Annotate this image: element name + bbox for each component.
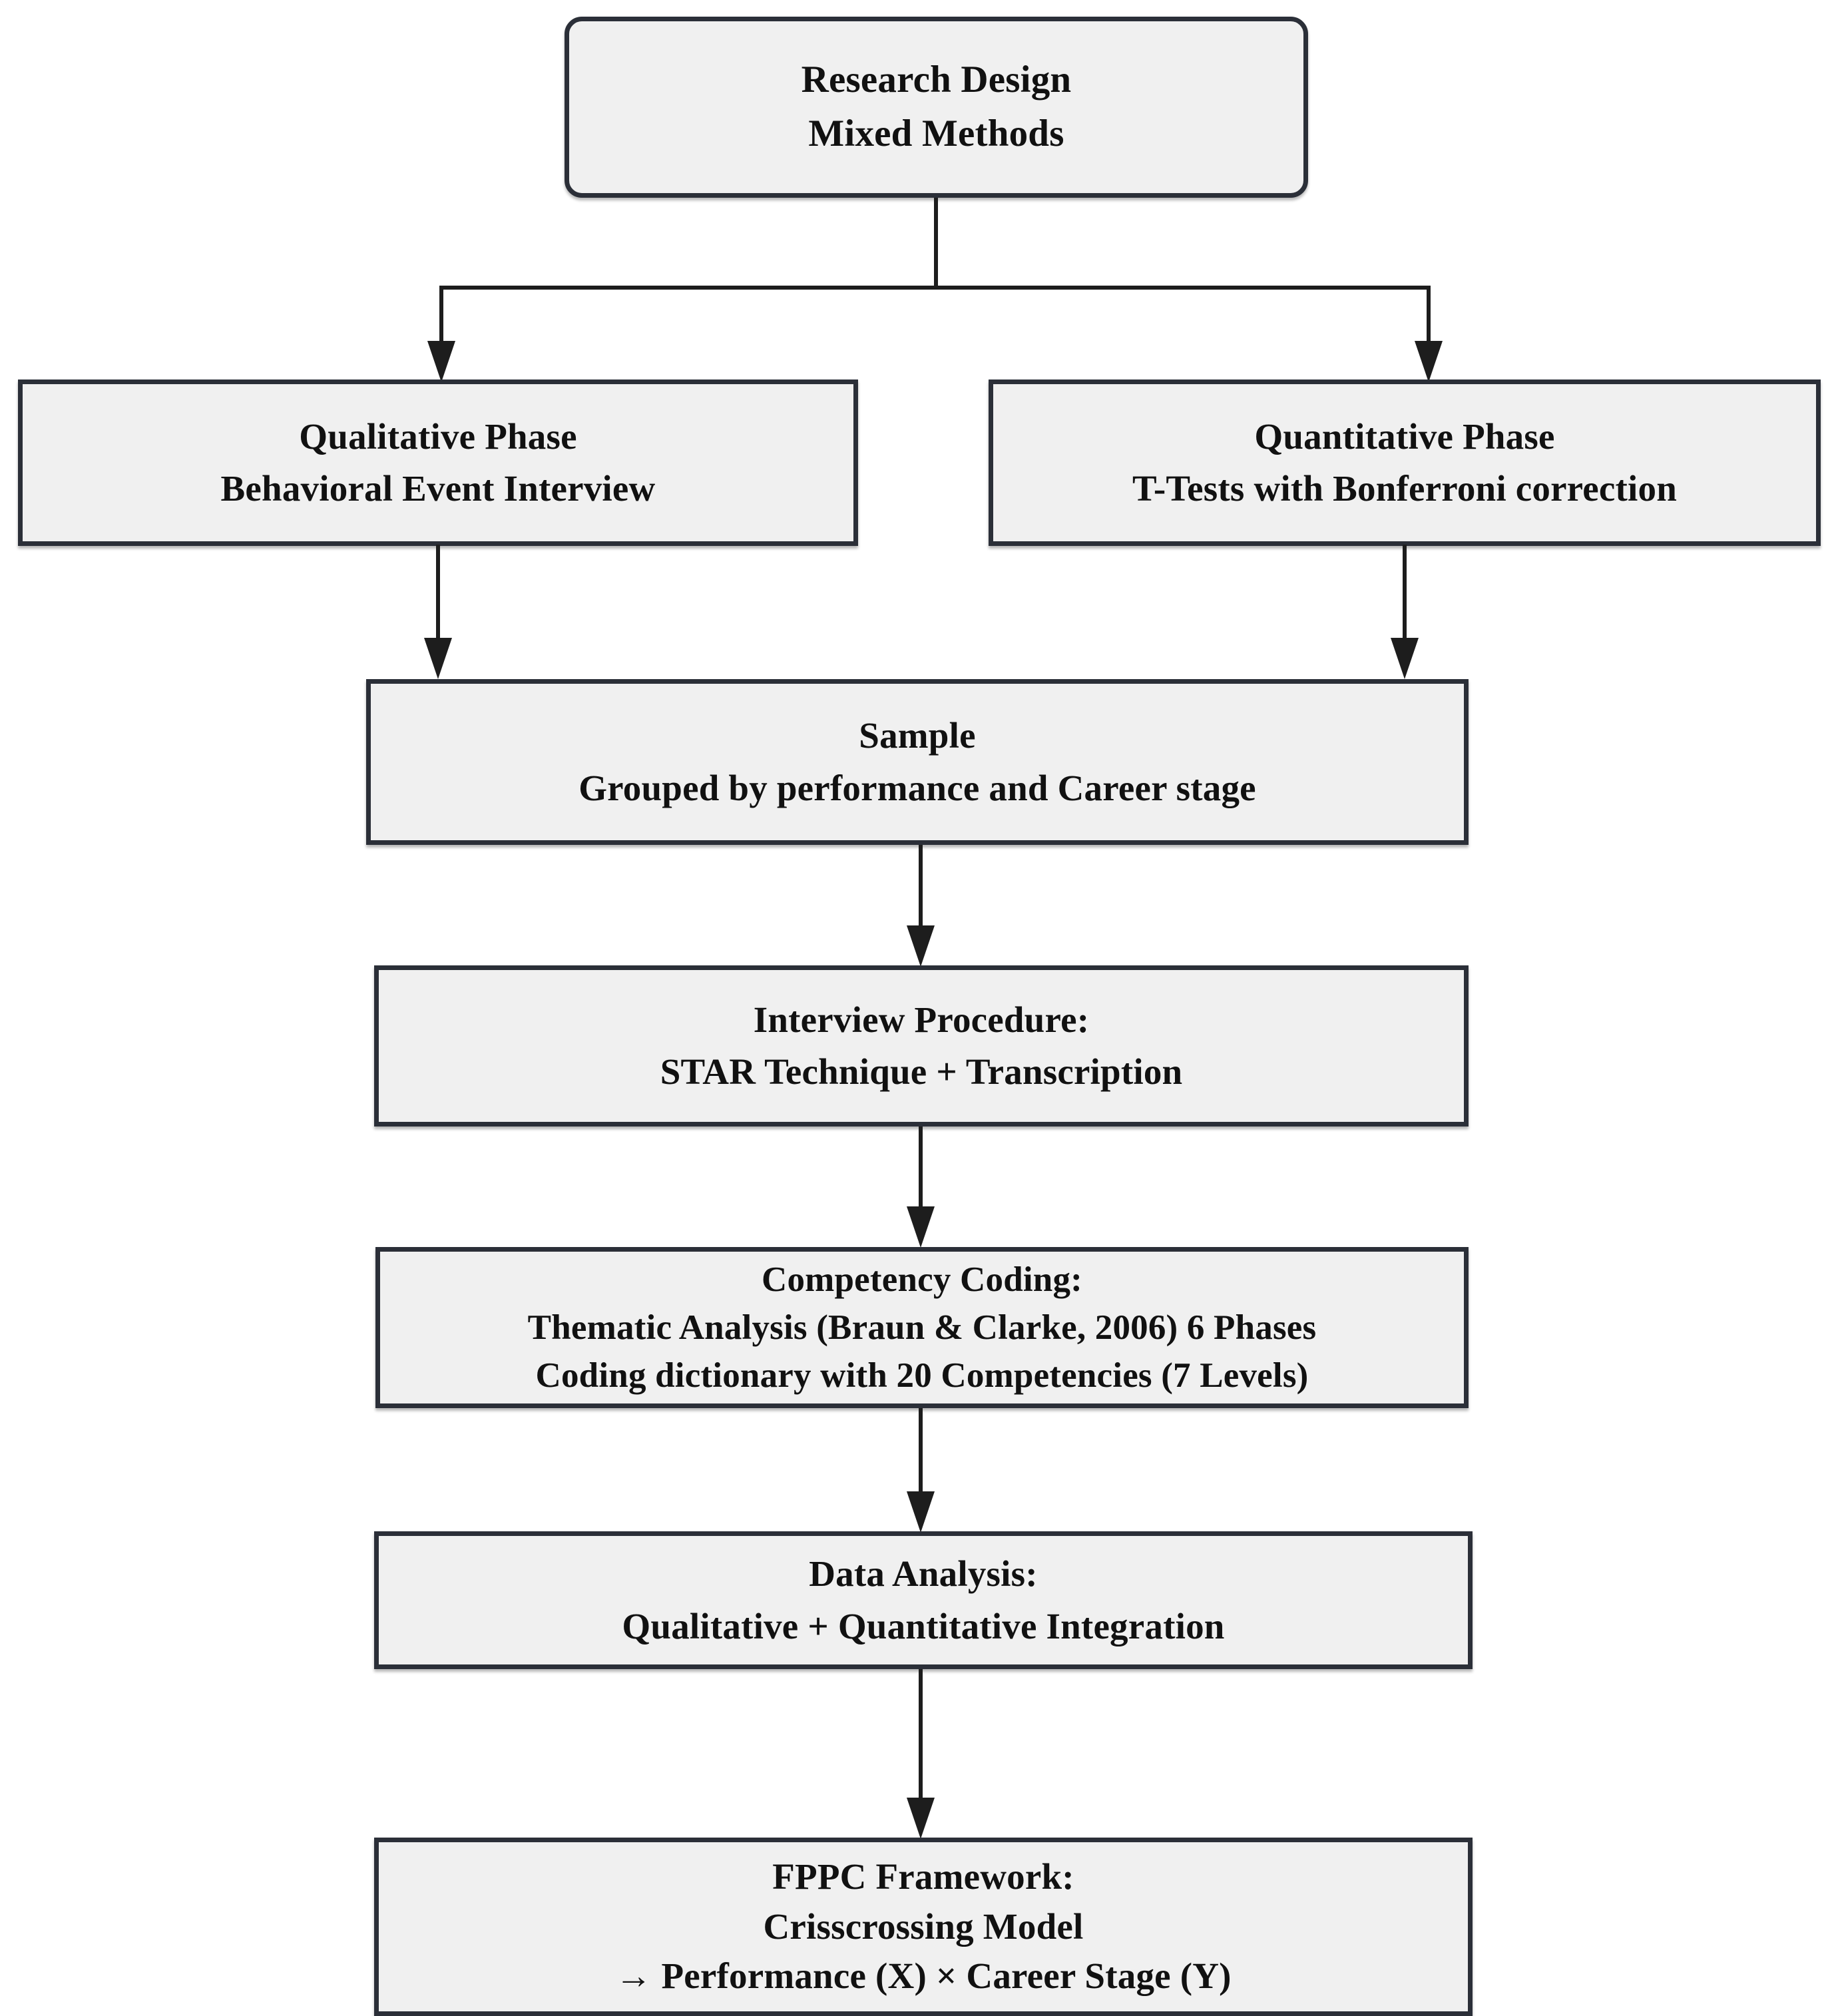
node-sample-line-2: Grouped by performance and Career stage [578, 767, 1256, 808]
node-fppc-framework-line-2: Crisscrossing Model [763, 1905, 1084, 1947]
edge-analysis-to-fppc-stem [919, 1669, 923, 1802]
node-research-design-line-2: Mixed Methods [808, 113, 1064, 154]
node-competency-coding-line-2: Thematic Analysis (Braun & Clarke, 2006)… [527, 1308, 1317, 1347]
node-sample[interactable]: Sample Grouped by performance and Career… [366, 679, 1469, 845]
node-interview-procedure-line-1: Interview Procedure: [753, 999, 1090, 1040]
edge-split-to-quantitative-arrowhead [1415, 341, 1443, 382]
node-data-analysis-line-2: Qualitative + Quantitative Integration [622, 1605, 1225, 1646]
node-fppc-framework[interactable]: FPPC Framework: Crisscrossing Model → Pe… [374, 1838, 1473, 2016]
edge-qualitative-to-sample-stem [436, 545, 440, 641]
node-quantitative-phase-line-2: T-Tests with Bonferroni correction [1132, 468, 1678, 509]
edge-coding-to-analysis-arrowhead [907, 1491, 935, 1533]
edge-split-bus [439, 286, 1431, 290]
node-quantitative-phase[interactable]: Quantitative Phase T-Tests with Bonferro… [989, 379, 1821, 546]
edge-sample-to-interview-stem [919, 845, 923, 928]
edge-sample-to-interview-arrowhead [907, 925, 935, 967]
node-data-analysis-line-1: Data Analysis: [809, 1553, 1038, 1595]
node-interview-procedure[interactable]: Interview Procedure: STAR Technique + Tr… [374, 965, 1469, 1127]
node-research-design-line-1: Research Design [801, 59, 1072, 101]
node-qualitative-phase-line-2: Behavioral Event Interview [220, 468, 656, 509]
edge-research-to-split-stem [934, 198, 938, 288]
node-competency-coding[interactable]: Competency Coding: Thematic Analysis (Br… [375, 1247, 1469, 1408]
edge-qualitative-to-sample-arrowhead [424, 638, 452, 679]
edge-interview-to-coding-stem [919, 1127, 923, 1208]
node-qualitative-phase-line-1: Qualitative Phase [299, 415, 577, 457]
edge-interview-to-coding-arrowhead [907, 1206, 935, 1248]
node-fppc-framework-line-3: → Performance (X) × Career Stage (Y) [615, 1955, 1232, 1997]
edge-coding-to-analysis-stem [919, 1408, 923, 1495]
node-data-analysis[interactable]: Data Analysis: Qualitative + Quantitativ… [374, 1531, 1473, 1669]
edge-split-to-qualitative-arrowhead [427, 341, 455, 382]
node-interview-procedure-line-2: STAR Technique + Transcription [660, 1051, 1183, 1092]
node-qualitative-phase[interactable]: Qualitative Phase Behavioral Event Inter… [18, 379, 858, 546]
edge-analysis-to-fppc-arrowhead [907, 1798, 935, 1839]
node-competency-coding-line-1: Competency Coding: [761, 1260, 1083, 1299]
edge-split-to-qualitative-stem [439, 286, 443, 356]
edge-quantitative-to-sample-arrowhead [1391, 638, 1419, 679]
node-research-design[interactable]: Research Design Mixed Methods [565, 17, 1308, 198]
edge-split-to-quantitative-stem [1427, 286, 1431, 356]
node-quantitative-phase-line-1: Quantitative Phase [1254, 415, 1555, 457]
node-fppc-framework-line-1: FPPC Framework: [772, 1856, 1074, 1897]
node-sample-line-1: Sample [859, 715, 976, 756]
node-competency-coding-line-3: Coding dictionary with 20 Competencies (… [535, 1356, 1309, 1395]
edge-quantitative-to-sample-stem [1403, 545, 1407, 641]
